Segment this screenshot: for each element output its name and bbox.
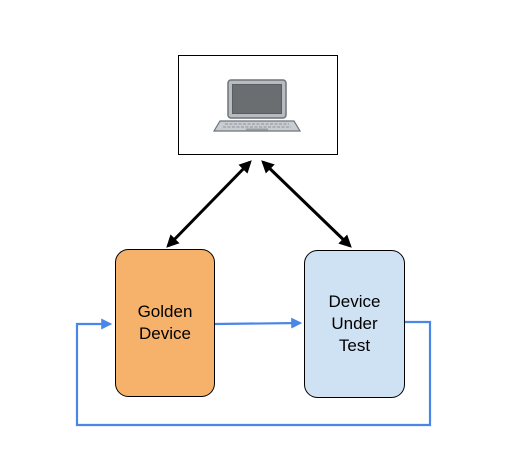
computer-device-under-test-arrow xyxy=(261,160,352,248)
dut-to-golden-loop xyxy=(75,318,432,427)
computer-golden-device-arrow xyxy=(166,160,252,248)
laptop-icon xyxy=(212,79,302,132)
golden-device-label: Golden Device xyxy=(137,302,193,343)
device-under-test-box xyxy=(304,250,405,398)
golden-to-dut-link xyxy=(214,317,303,329)
golden-device-box xyxy=(115,249,215,397)
device-under-test-label: Device Under Test xyxy=(328,292,381,355)
